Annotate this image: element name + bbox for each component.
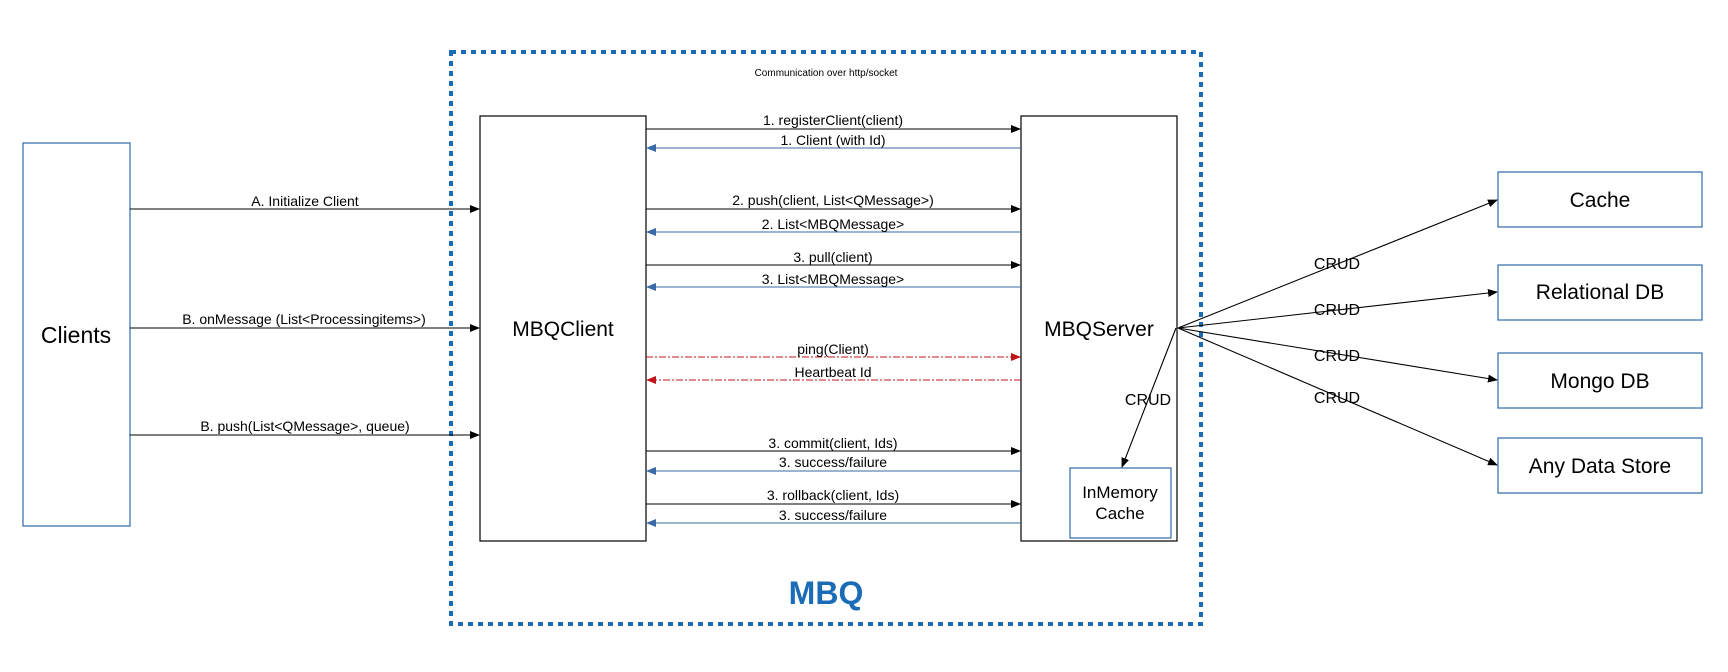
pull-response-label: 3. List<MBQMessage>	[762, 271, 904, 287]
mongo-db-box	[1497, 352, 1703, 409]
crud-mongo-label: CRUD	[1314, 348, 1360, 365]
mongo-db-label: Mongo DB	[1550, 370, 1649, 393]
register-client-label: 1. registerClient(client)	[763, 112, 903, 128]
heartbeat-label: Heartbeat Id	[794, 364, 871, 380]
server-push-label: 2. push(client, List<QMessage>)	[732, 192, 934, 208]
on-message-label: B. onMessage (List<Processingitems>)	[182, 311, 426, 327]
inmemory-cache-line1: InMemory	[1082, 483, 1158, 502]
mbq-title: MBQ	[789, 575, 864, 611]
mbq-client-label: MBQClient	[512, 318, 614, 341]
crud-inmemory-arrow	[1121, 327, 1177, 468]
push-response-label: 2. List<MBQMessage>	[762, 216, 904, 232]
cache-box	[1497, 171, 1703, 228]
cache-label: Cache	[1570, 189, 1631, 212]
crud-relational-arrow	[1177, 289, 1498, 329]
mbq-client-box	[479, 115, 647, 542]
ping-label: ping(Client)	[797, 341, 869, 357]
rollback-label: 3. rollback(client, Ids)	[767, 487, 899, 503]
rollback-response-label: 3. success/failure	[779, 507, 887, 523]
crud-cache-arrow	[1177, 199, 1498, 329]
boundary-caption: Communication over http/socket	[755, 68, 898, 79]
crud-any-store-arrow	[1177, 327, 1498, 466]
client-with-id-label: 1. Client (with Id)	[780, 132, 885, 148]
inmemory-cache-box	[1069, 467, 1172, 539]
crud-relational-label: CRUD	[1314, 302, 1360, 319]
pull-label: 3. pull(client)	[793, 249, 872, 265]
relational-db-box	[1497, 264, 1703, 321]
any-data-store-box	[1497, 437, 1703, 494]
clients-box	[22, 142, 131, 527]
mbq-server-label: MBQServer	[1044, 318, 1154, 341]
crud-mongo-arrow	[1177, 327, 1498, 383]
clients-label: Clients	[41, 322, 111, 348]
crud-any-store-label: CRUD	[1314, 390, 1360, 407]
commit-label: 3. commit(client, Ids)	[768, 435, 897, 451]
relational-db-label: Relational DB	[1536, 281, 1664, 304]
crud-inmemory-label: CRUD	[1125, 392, 1171, 409]
mbq-boundary	[449, 50, 1203, 626]
commit-response-label: 3. success/failure	[779, 454, 887, 470]
initialize-client-label: A. Initialize Client	[251, 193, 358, 209]
inmemory-cache-line2: Cache	[1095, 504, 1144, 523]
any-data-store-label: Any Data Store	[1529, 455, 1671, 478]
crud-cache-label: CRUD	[1314, 256, 1360, 273]
client-push-label: B. push(List<QMessage>, queue)	[200, 418, 409, 434]
